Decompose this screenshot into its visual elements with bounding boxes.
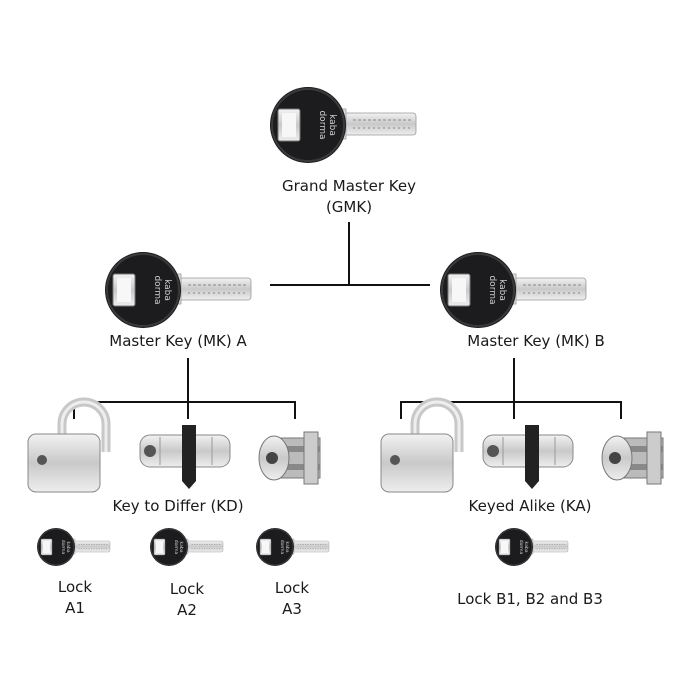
connector-drop	[294, 401, 296, 419]
connector-mk-a	[187, 358, 189, 402]
lock-a3-line2: A3	[282, 600, 302, 618]
key-a2-icon	[149, 527, 224, 567]
camlock-a-icon	[258, 431, 321, 485]
lock-a2-label: Lock A2	[170, 579, 204, 621]
connector-drop	[400, 401, 402, 419]
lock-b-label: Lock B1, B2 and B3	[457, 590, 603, 608]
camlock-b-icon	[601, 431, 664, 485]
connector-mk-b	[513, 358, 515, 402]
cylinder-a-icon	[139, 424, 231, 490]
ka-label: Keyed Alike (KA)	[468, 497, 592, 515]
kd-label: Key to Differ (KD)	[112, 497, 244, 515]
gmk-label-line2: (GMK)	[325, 198, 373, 216]
lock-a1-label: Lock A1	[58, 577, 92, 619]
connector-drop	[620, 401, 622, 419]
lock-a1-line1: Lock	[57, 578, 93, 596]
connector-drop	[513, 401, 515, 419]
connector-gmk	[348, 222, 350, 285]
connector-ka-bar	[400, 401, 622, 403]
lock-a3-label: Lock A3	[275, 578, 309, 620]
mk-b-key-icon	[439, 251, 587, 329]
key-b-icon	[494, 527, 569, 567]
key-a1-icon	[36, 527, 111, 567]
mk-a-label: Master Key (MK) A	[109, 332, 247, 350]
connector-drop	[187, 401, 189, 419]
connector-kd-bar	[73, 401, 296, 403]
mk-b-label: Master Key (MK) B	[467, 332, 605, 350]
connector-mk-bar	[270, 284, 430, 286]
gmk-key-icon	[269, 86, 417, 164]
gmk-label: Grand Master Key (GMK)	[282, 176, 416, 218]
lock-a3-line1: Lock	[274, 579, 310, 597]
padlock-a-icon	[22, 412, 117, 497]
mk-a-key-icon	[104, 251, 252, 329]
lock-a1-line2: A1	[65, 599, 85, 617]
lock-a2-line1: Lock	[169, 580, 205, 598]
connector-drop	[73, 401, 75, 419]
padlock-b-icon	[375, 412, 470, 497]
gmk-label-line1: Grand Master Key	[282, 177, 416, 195]
cylinder-b-icon	[482, 424, 574, 490]
key-a3-icon	[255, 527, 330, 567]
lock-a2-line2: A2	[177, 601, 197, 619]
